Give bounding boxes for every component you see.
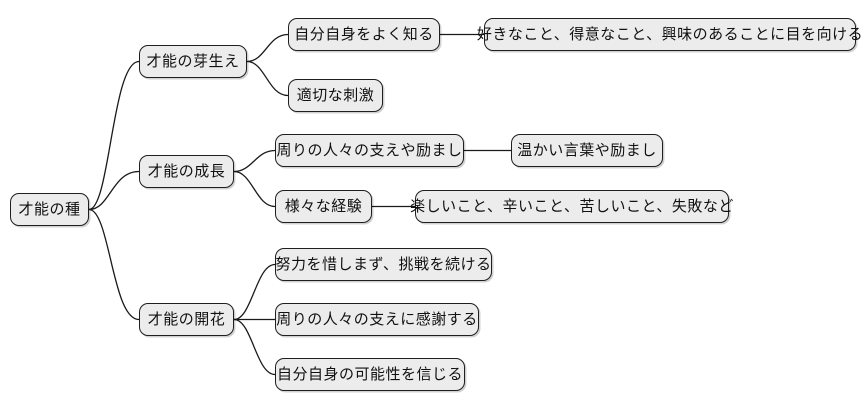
node-label: 才能の開花 xyxy=(147,310,226,328)
mindmap-node-b1c1c1[interactable]: 好きなこと、得意なこと、興味のあることに目を向ける xyxy=(477,18,863,51)
mindmap-node-b3c2[interactable]: 周りの人々の支えに感謝する xyxy=(275,303,479,336)
mindmap-node-b2c2c1[interactable]: 楽しいこと、辛いこと、苦しいこと、失敗など xyxy=(410,190,733,223)
node-label: 才能の成長 xyxy=(147,162,226,180)
edge-b3-to-b3c3 xyxy=(233,318,276,376)
edge-b2-to-b2c2 xyxy=(233,170,276,208)
edge-b3-to-b3c1 xyxy=(233,263,276,321)
node-label: 才能の芽生え xyxy=(146,52,240,70)
edge-b1-to-b1c2 xyxy=(246,60,289,97)
edge-root-to-b3 xyxy=(88,208,140,321)
node-label: 才能の種 xyxy=(18,200,81,218)
mindmap-node-b1[interactable]: 才能の芽生え xyxy=(139,45,247,78)
mindmap-node-b3c1[interactable]: 努力を惜しまず、挑戦を続ける xyxy=(275,248,492,281)
node-label: 楽しいこと、辛いこと、苦しいこと、失敗など xyxy=(410,197,734,215)
mindmap-node-root[interactable]: 才能の種 xyxy=(10,193,89,226)
node-label: 努力を惜しまず、挑戦を続ける xyxy=(275,255,492,273)
node-label: 適切な刺激 xyxy=(296,86,375,104)
node-label: 様々な経験 xyxy=(284,197,363,215)
edge-root-to-b1 xyxy=(88,60,140,211)
node-label: 好きなこと、得意なこと、興味のあることに目を向ける xyxy=(476,25,864,43)
mindmap-node-b3[interactable]: 才能の開花 xyxy=(139,303,234,336)
mindmap-node-b3c3[interactable]: 自分自身の可能性を信じる xyxy=(275,358,465,391)
edge-b2-to-b2c1 xyxy=(233,149,276,173)
node-label: 周りの人々の支えや励まし xyxy=(276,141,463,159)
mindmap-node-b2[interactable]: 才能の成長 xyxy=(139,155,234,188)
mindmap-node-b2c1c1[interactable]: 温かい言葉や励まし xyxy=(511,134,663,167)
node-label: 自分自身をよく知る xyxy=(294,25,434,43)
mindmap-node-b1c1[interactable]: 自分自身をよく知る xyxy=(288,18,440,51)
edge-root-to-b2 xyxy=(88,170,140,211)
mindmap-node-b2c2[interactable]: 様々な経験 xyxy=(275,190,372,223)
edge-b1-to-b1c1 xyxy=(246,33,289,63)
mindmap-node-b2c1[interactable]: 周りの人々の支えや励まし xyxy=(275,134,464,167)
node-label: 周りの人々の支えに感謝する xyxy=(276,310,478,328)
node-label: 温かい言葉や励まし xyxy=(517,141,657,159)
node-label: 自分自身の可能性を信じる xyxy=(277,365,464,383)
mindmap-node-b1c2[interactable]: 適切な刺激 xyxy=(288,79,383,112)
